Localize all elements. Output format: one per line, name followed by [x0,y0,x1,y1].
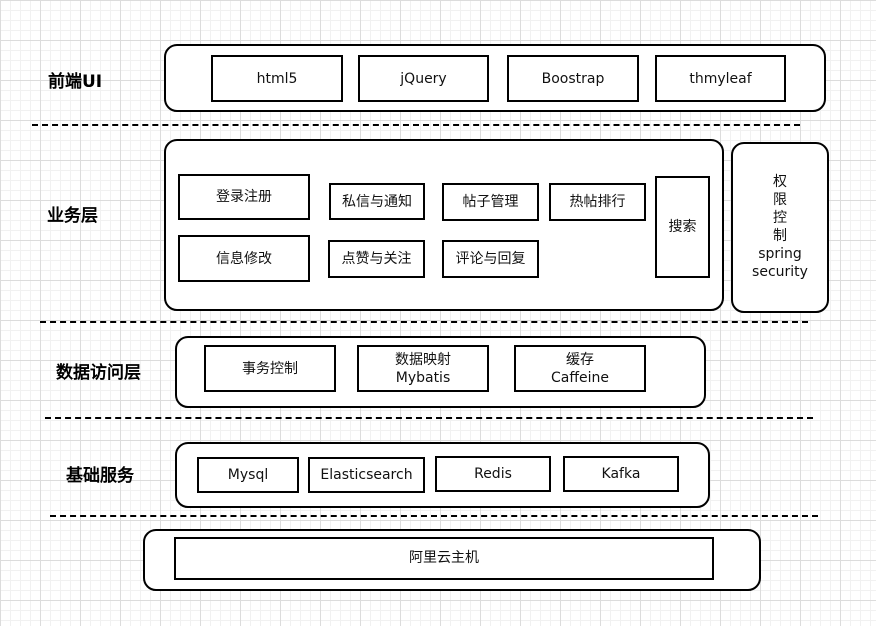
cache-tech: Caffeine [551,369,609,386]
html5-box: html5 [211,55,343,102]
caffeine-cache-box: 缓存 Caffeine [514,345,646,392]
layer-divider [45,417,813,419]
security-char: 限 [773,191,787,208]
layer-divider [50,515,818,517]
business-layer-group [164,139,724,311]
message-notify-box: 私信与通知 [329,183,425,220]
infrastructure-layer-label: 基础服务 [66,466,134,486]
transaction-control-box: 事务控制 [204,345,336,392]
security-char: 权 [773,173,787,190]
security-text: 权 限 控 制 spring security [752,173,808,281]
security-spring: spring [758,245,802,262]
frontend-layer-label: 前端UI [48,72,103,92]
bootstrap-box: Boostrap [507,55,639,102]
elasticsearch-box: Elasticsearch [308,457,425,493]
security-char: 控 [773,209,787,226]
kafka-box: Kafka [563,456,679,492]
security-security: security [752,263,808,280]
thymeleaf-box: thmyleaf [655,55,786,102]
mybatis-mapping-box: 数据映射 Mybatis [357,345,489,392]
post-management-box: 帖子管理 [442,183,539,221]
business-layer-label: 业务层 [47,206,98,226]
jquery-box: jQuery [358,55,489,102]
search-box: 搜索 [655,176,710,278]
redis-box: Redis [435,456,551,492]
mysql-box: Mysql [197,457,299,493]
login-register-box: 登录注册 [178,174,310,220]
mapping-title: 数据映射 [395,351,451,368]
profile-edit-box: 信息修改 [178,235,310,282]
layer-divider [40,321,808,323]
layer-divider [32,124,800,126]
data-access-layer-label: 数据访问层 [56,363,141,383]
hot-posts-box: 热帖排行 [549,183,646,221]
mapping-tech: Mybatis [395,369,451,386]
security-group: 权 限 控 制 spring security [731,142,829,313]
cache-title: 缓存 [566,351,594,368]
aliyun-host-box: 阿里云主机 [174,537,714,580]
comment-reply-box: 评论与回复 [442,240,539,278]
security-char: 制 [773,227,787,244]
like-follow-box: 点赞与关注 [328,240,425,278]
